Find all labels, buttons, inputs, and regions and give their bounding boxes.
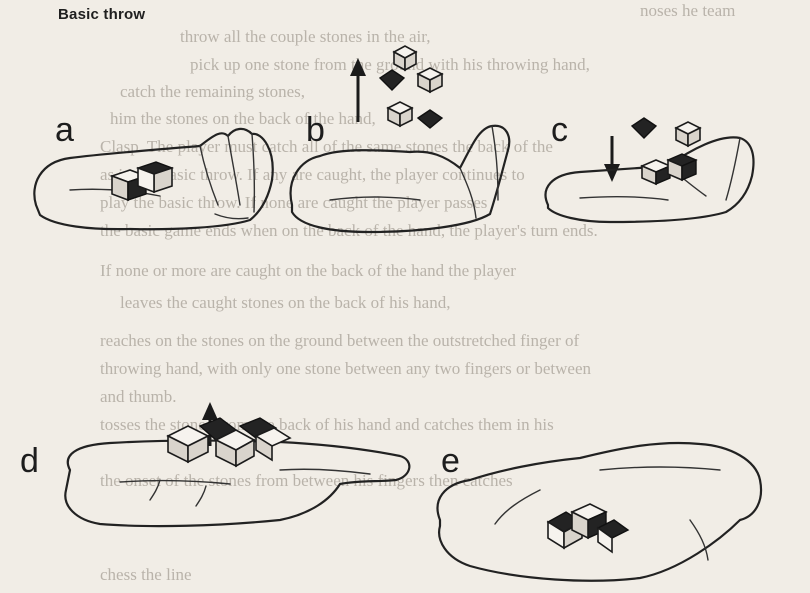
bleed-line-12: throwing hand, with only one stone betwe… [100, 359, 591, 378]
panel-label-e: e [441, 442, 460, 480]
stones-caught-c [642, 154, 696, 184]
bleed-line-0: noses he team [640, 1, 735, 20]
bleed-line-10: leaves the caught stones on the back of … [120, 293, 450, 312]
bleed-line-1: throw all the couple stones in the air, [180, 27, 430, 46]
stones-falling-c [632, 118, 700, 146]
panel-label-a: a [55, 111, 74, 149]
arrow-down-c-icon [604, 136, 620, 182]
bleed-line-14: tosses the stones from the back of his h… [100, 415, 554, 434]
stones-e [548, 504, 628, 552]
panel-label-c: c [551, 111, 568, 149]
panel-label-d: d [20, 442, 39, 480]
bleed-line-9: If none or more are caught on the back o… [100, 261, 516, 280]
panel-c: c [546, 111, 754, 222]
bleed-through-text: noses he team throw all the couple stone… [100, 1, 735, 584]
bleed-line-4: him the stones on the back of the hand, [110, 109, 376, 128]
bleed-line-16: chess the line [100, 565, 192, 584]
bleed-line-3: catch the remaining stones, [120, 82, 305, 101]
panel-label-b: b [306, 111, 325, 149]
panel-e: e [438, 442, 761, 581]
bleed-line-13: and thumb. [100, 387, 177, 406]
bleed-line-11: reaches on the stones on the ground betw… [100, 331, 579, 350]
